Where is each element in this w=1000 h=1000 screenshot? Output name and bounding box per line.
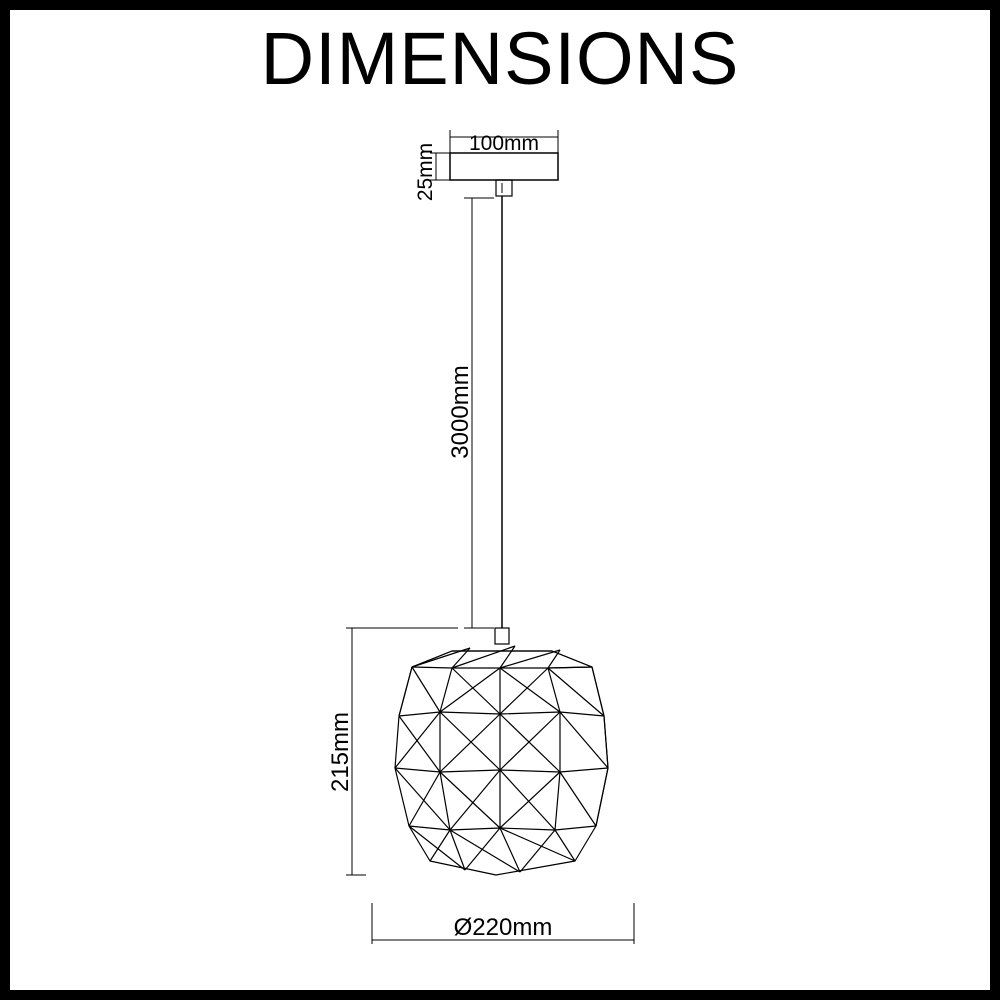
canopy-width-dimension: 100mm xyxy=(449,130,559,155)
canopy-height-label: 25mm xyxy=(414,143,437,201)
cable-length-dimension: 3000mm xyxy=(447,197,494,629)
shade-diameter-label: Ø220mm xyxy=(454,914,553,941)
shade-height-label: 215mm xyxy=(327,712,354,792)
shade-diameter-dimension: Ø220mm xyxy=(371,903,635,944)
lamp-holder xyxy=(494,627,510,645)
ceiling-canopy xyxy=(449,152,559,197)
cable-length-label: 3000mm xyxy=(447,365,474,458)
canopy-height-dimension: 25mm xyxy=(414,143,450,201)
canopy-width-label: 100mm xyxy=(469,132,539,155)
shade-height-dimension: 215mm xyxy=(327,627,458,876)
faceted-glass-shade xyxy=(394,645,609,876)
page-title: DIMENSIONS xyxy=(260,17,740,100)
